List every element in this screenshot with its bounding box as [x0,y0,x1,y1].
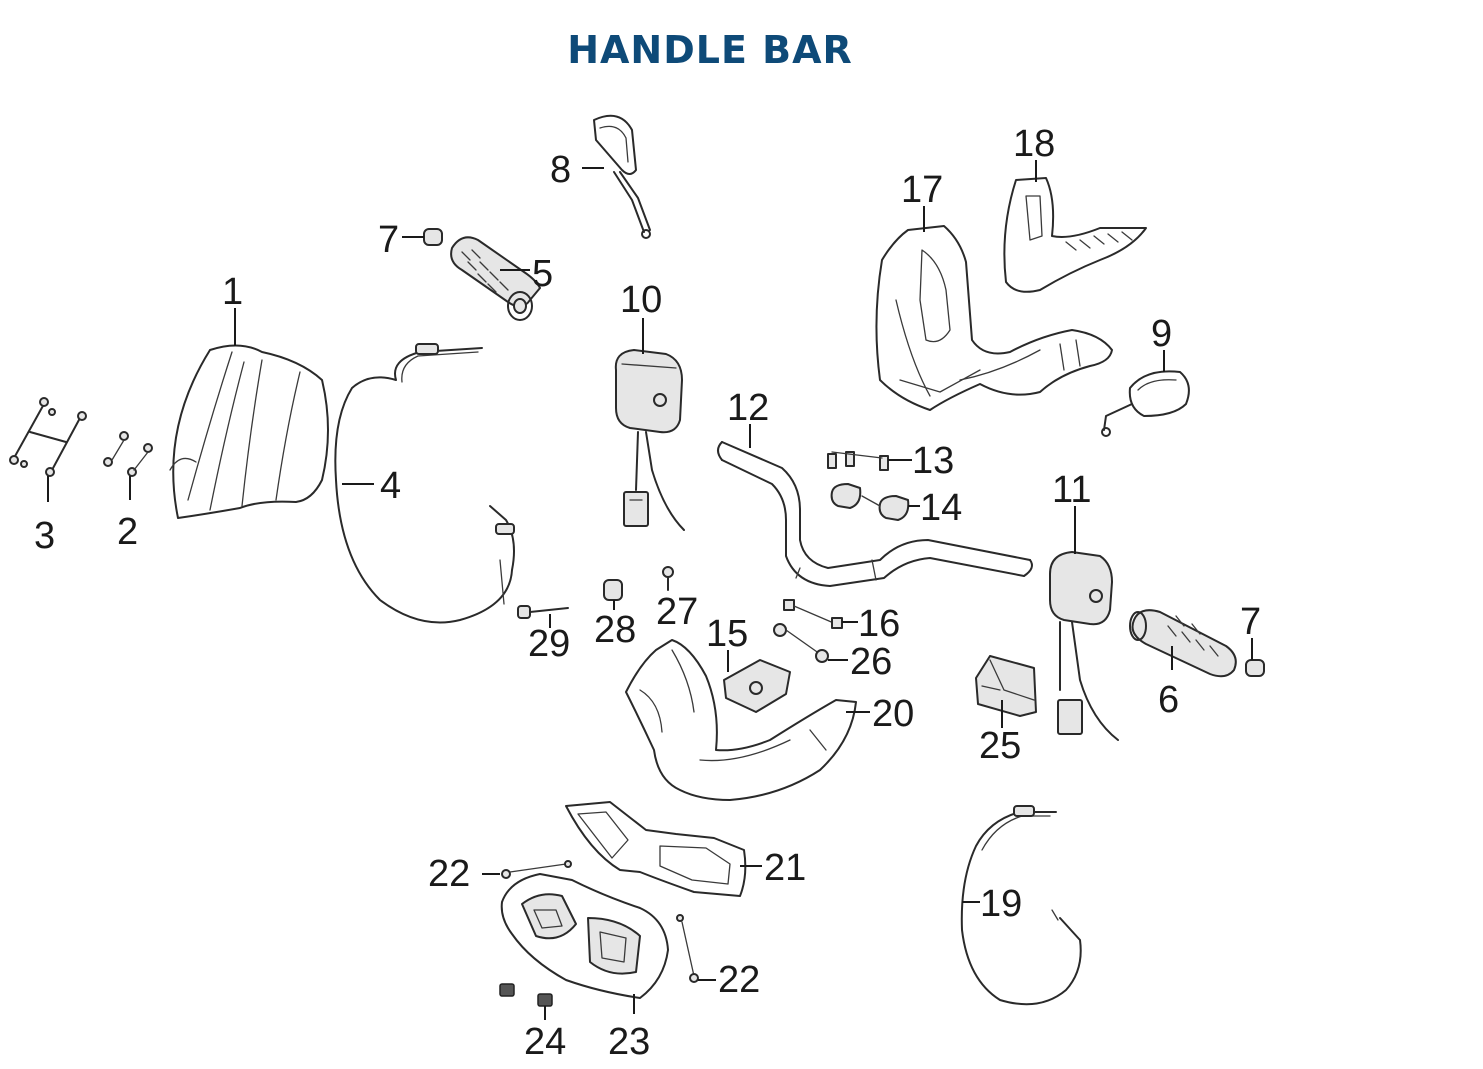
callout-5: 5 [532,253,553,295]
part-handlebar [717,441,1033,587]
callout-22a: 22 [428,853,470,895]
part-bar-end-left [423,228,443,246]
part-screws-set [103,431,153,477]
part-windshield [169,344,329,519]
part-inner-panel [1003,177,1147,293]
callout-22b: 22 [718,959,760,1001]
callout-10: 10 [620,279,662,321]
part-left-switch [614,349,685,531]
part-bar-end-right [1245,659,1265,677]
callout-26: 26 [850,641,892,683]
part-spacer-28 [603,579,623,601]
callout-2: 2 [117,511,138,553]
part-bolt-16 [783,599,843,629]
callout-25: 25 [979,725,1021,767]
callout-3: 3 [34,515,55,557]
part-grommets [499,983,553,1007]
part-bolt-29 [517,605,569,619]
part-rear-cover [625,639,857,801]
part-screw-22-lower [676,914,699,983]
part-bolts [827,451,889,471]
diagram-title: HANDLE BAR [567,28,853,72]
callout-24: 24 [524,1021,566,1063]
part-right-switch [1049,551,1119,741]
callout-1: 1 [222,271,243,313]
part-windshield-bracket [9,397,87,477]
callout-7b: 7 [1240,601,1261,643]
part-bolt-26 [773,623,829,663]
callout-6: 6 [1158,679,1179,721]
part-screw-22-upper [501,860,572,879]
callout-12: 12 [727,387,769,429]
callout-9: 9 [1151,313,1172,355]
part-screw-27 [662,566,674,591]
part-throttle-cable [334,343,515,624]
callout-8: 8 [550,149,571,191]
part-brake-cable [960,805,1082,1006]
callout-21: 21 [764,847,806,889]
callout-20: 20 [872,693,914,735]
part-switch-housing [975,655,1037,717]
callout-14: 14 [920,487,962,529]
part-meter-bezel [565,801,747,897]
callout-17: 17 [901,169,943,211]
callout-28: 28 [594,609,636,651]
part-right-mirror [1101,370,1190,437]
callout-18: 18 [1013,123,1055,165]
part-front-panel [875,225,1113,411]
callout-29: 29 [528,623,570,665]
part-mount-plate [723,659,791,713]
callout-16: 16 [858,603,900,645]
callout-7a: 7 [378,219,399,261]
callout-23: 23 [608,1021,650,1063]
part-clamps [830,483,910,521]
callout-27: 27 [656,591,698,633]
part-left-grip [450,236,541,321]
part-right-grip [1129,609,1237,678]
part-meter-assembly [500,873,669,999]
callout-4: 4 [380,465,401,507]
part-left-mirror [593,114,651,239]
callout-19: 19 [980,883,1022,925]
callout-15: 15 [706,613,748,655]
callout-11: 11 [1052,469,1091,511]
callout-13: 13 [912,440,954,482]
